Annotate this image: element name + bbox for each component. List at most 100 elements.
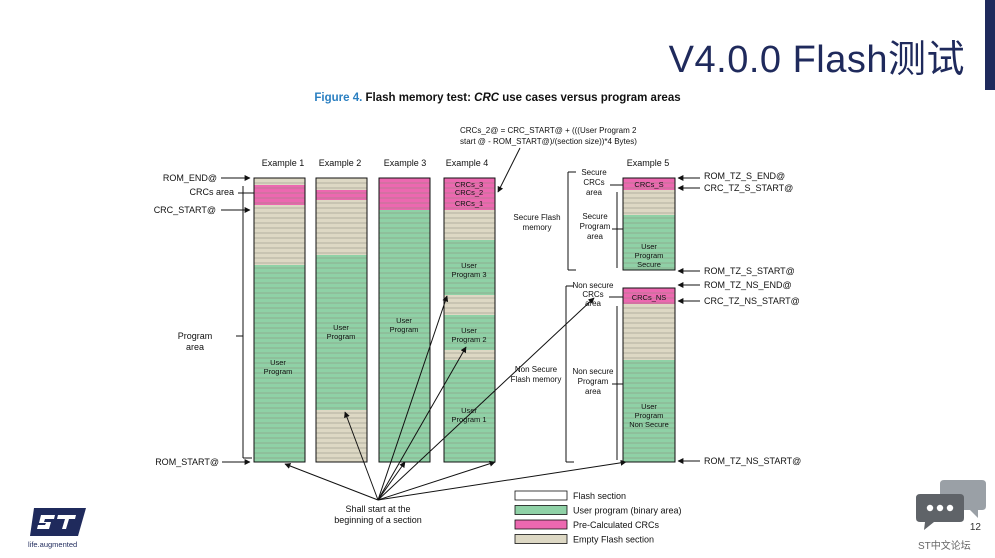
memory-column-border	[315, 177, 368, 463]
note-section-start: beginning of a section	[334, 515, 422, 525]
label-non-secure-flash-memory: Flash memory	[511, 375, 562, 384]
label-secure-crcs-area: area	[586, 188, 603, 197]
label-non-secure-flash-memory: Non Secure	[515, 365, 558, 374]
memory-segment-empty	[254, 210, 305, 265]
label-rom-tz-ns-start: ROM_TZ_NS_START@	[704, 456, 801, 466]
block-label-user-program-1: Program 1	[451, 415, 486, 424]
block-label-user-program: Program	[327, 332, 356, 341]
label-rom-tz-s-end: ROM_TZ_S_END@	[704, 171, 785, 181]
label-secure-program-area: Secure	[582, 212, 608, 221]
memory-segment-crc	[444, 198, 495, 210]
note-arrow-2	[344, 411, 379, 501]
block-label-user-program: Program	[264, 367, 293, 376]
legend-swatch	[514, 505, 568, 515]
block-label-user-program: User	[396, 316, 412, 325]
memory-segment-empty	[316, 200, 367, 210]
label-program-area: area	[186, 342, 204, 352]
memory-segment-crc	[379, 178, 430, 210]
chat-bubble-icon	[916, 480, 986, 530]
memory-segment-empty	[623, 304, 675, 360]
block-label-user-program-2: Program 2	[451, 335, 486, 344]
block-label-crcs-2: CRCs_2	[455, 188, 483, 197]
memory-segment-user	[623, 215, 675, 270]
note-section-start: Shall start at the	[345, 504, 410, 514]
legend-swatch	[514, 490, 568, 501]
memory-columns	[253, 177, 676, 463]
memory-segment-empty	[254, 205, 305, 210]
st-tagline: life.augmented	[28, 540, 78, 549]
title-accent-bar	[985, 0, 995, 90]
legend-label: Empty Flash section	[573, 535, 654, 545]
memory-column-border	[253, 177, 306, 463]
label-non-secure-program-area: area	[585, 387, 602, 396]
label-secure-crcs-area: Secure	[581, 168, 607, 177]
label-rom-end: ROM_END@	[163, 173, 217, 183]
caption-text-crc: CRC	[474, 92, 500, 104]
memory-segment-user	[623, 360, 675, 462]
label-non-secure-program-area: Program	[578, 377, 609, 386]
note-arrow-7	[377, 459, 627, 501]
block-label-user-program: User	[333, 323, 349, 332]
label-crc-start: CRC_START@	[154, 205, 216, 215]
note-arrow-5	[377, 346, 467, 501]
memory-column-example-4	[443, 177, 496, 463]
memory-column-example-1	[253, 177, 306, 463]
memory-segment-crc	[254, 185, 305, 205]
note-arrow-6	[377, 460, 496, 501]
label-secure-flash-memory: Secure Flash	[513, 213, 560, 222]
label-crcs-area: CRCs area	[189, 187, 234, 197]
memory-segment-empty	[623, 190, 675, 215]
block-label-crcs-s: CRCs_S	[634, 180, 663, 189]
note-arrow-8	[377, 297, 595, 501]
label-rom-start: ROM_START@	[155, 457, 219, 467]
block-label-crcs-ns: CRCs_NS	[632, 293, 667, 302]
column-title-example-5: Example 5	[627, 158, 670, 168]
label-secure-program-area: Program	[580, 222, 611, 231]
figure-caption: Figure 4. Flash memory test: CRC use cas…	[0, 92, 995, 104]
block-label-user-program-non-secure: User	[641, 402, 657, 411]
caption-text-post: use cases versus program areas	[499, 92, 681, 104]
memory-segment-crc	[623, 178, 675, 190]
block-label-user-program-3: Program 3	[451, 270, 486, 279]
block-label-user-program-secure: User	[641, 242, 657, 251]
slide-title: V4.0.0 Flash测试	[668, 39, 965, 81]
memory-segment-empty	[316, 210, 367, 255]
label-non-secure-crcs-area: CRCs	[582, 290, 603, 299]
memory-segment-user	[316, 255, 367, 410]
memory-segment-empty	[254, 178, 305, 185]
label-secure-program-area: area	[587, 232, 604, 241]
page-number: 12	[969, 522, 981, 533]
memory-segment-user	[444, 360, 495, 462]
memory-segment-empty	[316, 410, 367, 462]
memory-column-border	[622, 287, 676, 463]
note-arrow-4	[377, 295, 449, 501]
memory-column-example-5-secure	[622, 177, 676, 271]
st-logo-icon	[30, 508, 86, 536]
label-program-area: Program	[178, 331, 213, 341]
legend-swatch	[514, 519, 568, 530]
block-label-user-program-non-secure: Non Secure	[629, 420, 669, 429]
forum-name: ST中文论坛	[918, 541, 971, 552]
block-label-user-program: User	[270, 358, 286, 367]
memory-segment-crc	[444, 190, 495, 198]
memory-column-example-5-non-secure	[622, 287, 676, 463]
memory-column-example-3	[378, 177, 431, 463]
label-rom-tz-s-start: ROM_TZ_S_START@	[704, 266, 795, 276]
block-label-user-program-non-secure: Program	[635, 411, 664, 420]
memory-segment-crc	[444, 178, 495, 190]
memory-segment-user	[444, 315, 495, 350]
note-arrow-1	[284, 463, 379, 501]
memory-column-border	[443, 177, 496, 463]
memory-segment-empty	[444, 295, 495, 315]
label-crc-tz-s-start: CRC_TZ_S_START@	[704, 183, 793, 193]
memory-column-example-2	[315, 177, 368, 463]
memory-segment-crc	[623, 288, 675, 304]
formula-line-1: CRCs_2@ = CRC_START@ + (((User Program 2	[460, 126, 637, 135]
memory-segment-empty	[316, 178, 367, 190]
column-title-example-1: Example 1	[262, 158, 305, 168]
label-secure-crcs-area: CRCs	[583, 178, 604, 187]
column-title-example-2: Example 2	[319, 158, 362, 168]
label-secure-flash-memory: memory	[523, 223, 552, 232]
legend-swatch	[514, 534, 568, 544]
label-non-secure-program-area: Non secure	[573, 367, 614, 376]
